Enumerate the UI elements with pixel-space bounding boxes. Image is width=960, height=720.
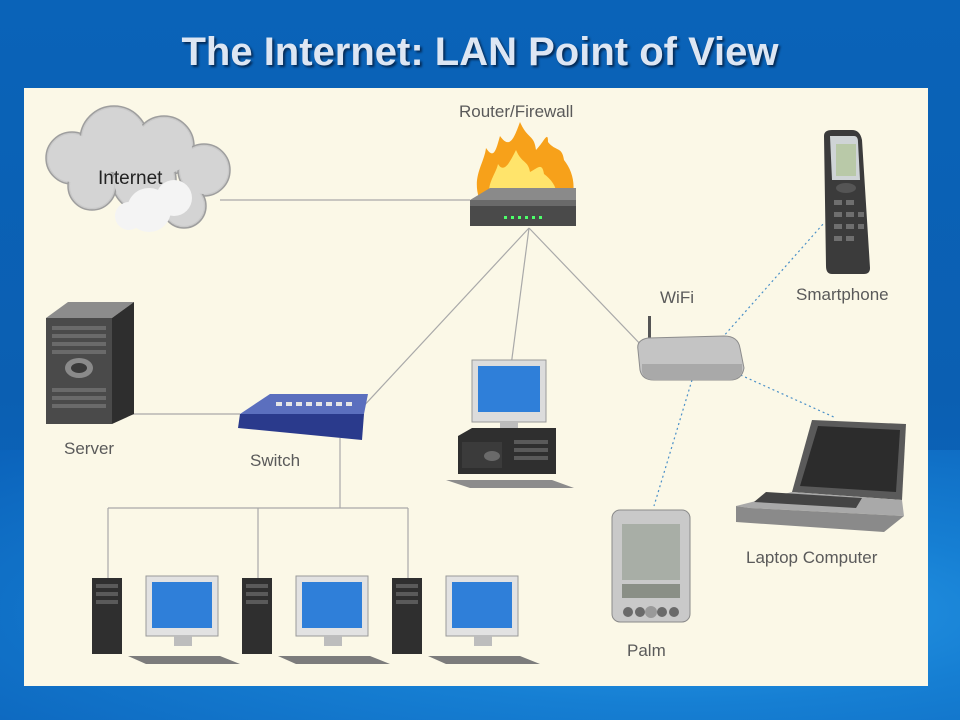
slide-title: The Internet: LAN Point of View <box>181 30 779 74</box>
label-palm: Palm <box>627 641 666 660</box>
label-server: Server <box>64 439 115 458</box>
router-icon <box>470 188 576 226</box>
label-switch: Switch <box>250 451 301 470</box>
wireless-links <box>653 222 837 507</box>
link-router-wifi <box>528 227 645 349</box>
wifi-router-icon <box>637 316 745 381</box>
lan-pc-3 <box>392 575 540 664</box>
link-wifi-palm <box>653 379 693 507</box>
switch-icon <box>238 394 368 440</box>
smartphone-icon <box>824 130 870 274</box>
label-smartphone: Smartphone <box>796 285 889 304</box>
link-router-desktop <box>510 227 530 367</box>
link-wifi-laptop <box>735 372 837 419</box>
flame-icon <box>476 122 574 198</box>
router-firewall-device <box>470 122 576 226</box>
laptop-icon <box>736 420 906 532</box>
desktop-computer-icon <box>446 359 574 488</box>
label-internet: Internet <box>98 168 163 189</box>
lan-pc-1 <box>92 575 240 664</box>
label-wifi: WiFi <box>660 288 694 307</box>
server-icon <box>46 302 134 424</box>
link-router-switch <box>359 227 530 411</box>
lan-pc-2 <box>242 575 390 664</box>
label-laptop-computer: Laptop Computer <box>746 548 878 567</box>
label-router-firewall: Router/Firewall <box>459 102 574 121</box>
palm-pda-icon <box>611 509 691 623</box>
wired-links <box>107 199 645 578</box>
network-diagram-panel: Internet Router/Firewall WiFi Smartphone… <box>24 88 928 686</box>
cloud-icon <box>45 105 231 232</box>
link-wifi-smartphone <box>721 222 825 339</box>
network-diagram <box>45 105 906 664</box>
